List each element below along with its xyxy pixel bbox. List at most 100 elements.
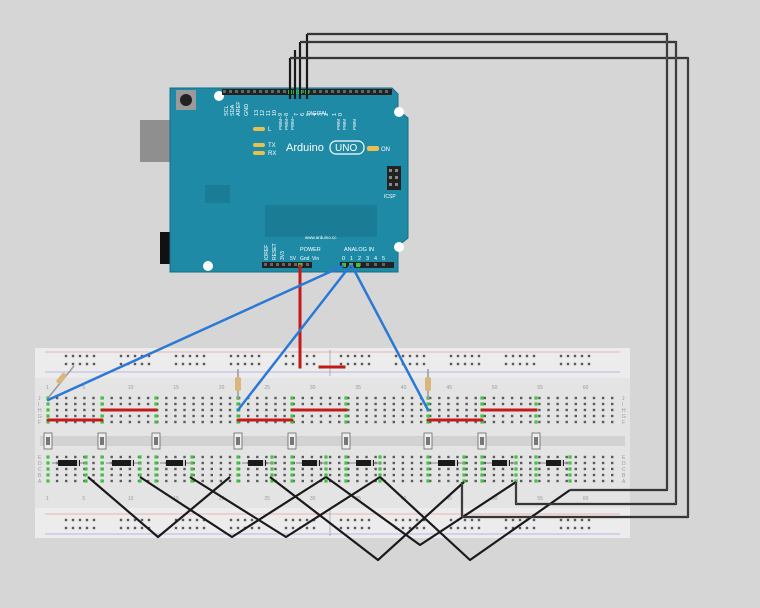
diode[interactable] [486, 460, 516, 466]
row-letter: B [622, 473, 626, 479]
power-pin-label: IOREF [264, 245, 270, 260]
black-wire[interactable] [87, 476, 231, 539]
column-number: 20 [219, 385, 225, 391]
diode[interactable] [540, 460, 570, 466]
pushbutton[interactable] [341, 432, 351, 450]
black-wire[interactable] [189, 476, 381, 539]
blue-wire-a2[interactable] [350, 264, 430, 412]
column-number: 25 [264, 496, 270, 502]
column-number: 1 [46, 496, 49, 502]
top-header-left [222, 89, 294, 95]
row-letter: J [38, 396, 41, 402]
pin-label: 4 [312, 113, 318, 116]
pushbutton[interactable] [477, 432, 487, 450]
red-wires [46, 264, 538, 422]
pin-label: 8 [284, 113, 290, 116]
diode[interactable] [160, 460, 192, 466]
pushbutton[interactable] [531, 432, 541, 450]
pin-label: 2 [324, 113, 330, 116]
row-letter: E [38, 455, 42, 461]
pin-label: 1 [332, 113, 338, 116]
diode[interactable] [242, 460, 272, 466]
row-letter: E [622, 455, 626, 461]
diode[interactable] [432, 460, 464, 466]
led-tx-label: TX [268, 143, 276, 149]
pushbutton[interactable] [423, 432, 433, 450]
icsp-label: ICSP [384, 194, 396, 200]
column-number: 60 [583, 496, 589, 502]
power-pin-label: Gnd [300, 256, 310, 262]
pin-label: SCL [224, 105, 230, 116]
analog-pin-label: 5 [382, 256, 385, 262]
column-number: 35 [355, 385, 361, 391]
power-pin-label: 3V3 [280, 251, 286, 260]
column-number: 5 [82, 496, 85, 502]
column-number: 50 [492, 496, 498, 502]
power-header [262, 262, 312, 268]
diode[interactable] [296, 460, 326, 466]
power-label: POWER [300, 247, 321, 253]
column-number: 35 [355, 496, 361, 502]
diode[interactable] [350, 460, 380, 466]
analog-in-label: ANALOG IN [344, 247, 374, 253]
diode[interactable] [52, 460, 86, 466]
pushbutton[interactable] [43, 432, 53, 450]
pushbutton[interactable] [97, 432, 107, 450]
diode[interactable] [106, 460, 140, 466]
led-rx-label: RX [268, 151, 276, 157]
resistors [47, 365, 431, 400]
usb-chip [205, 185, 230, 203]
row-letter: F [622, 420, 625, 426]
row-letter: C [622, 467, 626, 473]
analog-pin-label: 3 [366, 256, 369, 262]
pushbutton[interactable] [287, 432, 297, 450]
reset-button-cap [180, 94, 192, 106]
pin-label: GND [244, 104, 250, 116]
mounting-hole [214, 91, 224, 101]
black-wire[interactable] [269, 476, 465, 562]
pwm-label: PWM [336, 119, 341, 130]
resistor[interactable] [47, 365, 75, 399]
column-number: 30 [310, 385, 316, 391]
analog-pin-label: 4 [374, 256, 377, 262]
arduino-brand: Arduino [286, 142, 324, 154]
row-letter: H [38, 408, 42, 414]
column-number: 20 [219, 496, 225, 502]
column-number: 55 [537, 496, 543, 502]
blue-wire-a1[interactable] [236, 264, 352, 412]
led-l [253, 127, 265, 131]
digital-label: DIGITAL [307, 111, 328, 117]
column-number: 50 [492, 385, 498, 391]
black-wire-inner [290, 33, 689, 518]
mounting-hole [203, 261, 213, 271]
row-letter: I [622, 402, 623, 408]
pin-label: 7 [294, 113, 300, 116]
led-on [367, 146, 379, 151]
mounting-hole [394, 107, 404, 117]
uno-badge [329, 140, 365, 155]
row-letter: D [622, 461, 626, 467]
pushbutton[interactable] [233, 432, 243, 450]
resistor[interactable] [425, 369, 431, 400]
pin-label: 6 [300, 113, 306, 116]
pin-label: 5 [306, 113, 312, 116]
row-letter: G [622, 414, 626, 420]
resistor[interactable] [235, 369, 241, 400]
black-wire[interactable] [379, 476, 571, 562]
led-on-label: ON [381, 147, 390, 153]
power-pin-label: Vin [312, 256, 319, 262]
led-tx [253, 143, 265, 147]
pushbutton[interactable] [151, 432, 161, 450]
black-wire[interactable] [325, 476, 517, 547]
row-letter: A [38, 479, 42, 485]
column-number: 25 [264, 385, 270, 391]
diodes [52, 460, 570, 466]
pin-label: 0 [338, 113, 344, 116]
row-letter: G [38, 414, 42, 420]
blue-wire-a0[interactable] [46, 264, 345, 402]
row-letter: H [622, 408, 626, 414]
column-number: 60 [583, 385, 589, 391]
column-number: 15 [173, 385, 179, 391]
breadboard-bottom-rail [35, 508, 630, 538]
